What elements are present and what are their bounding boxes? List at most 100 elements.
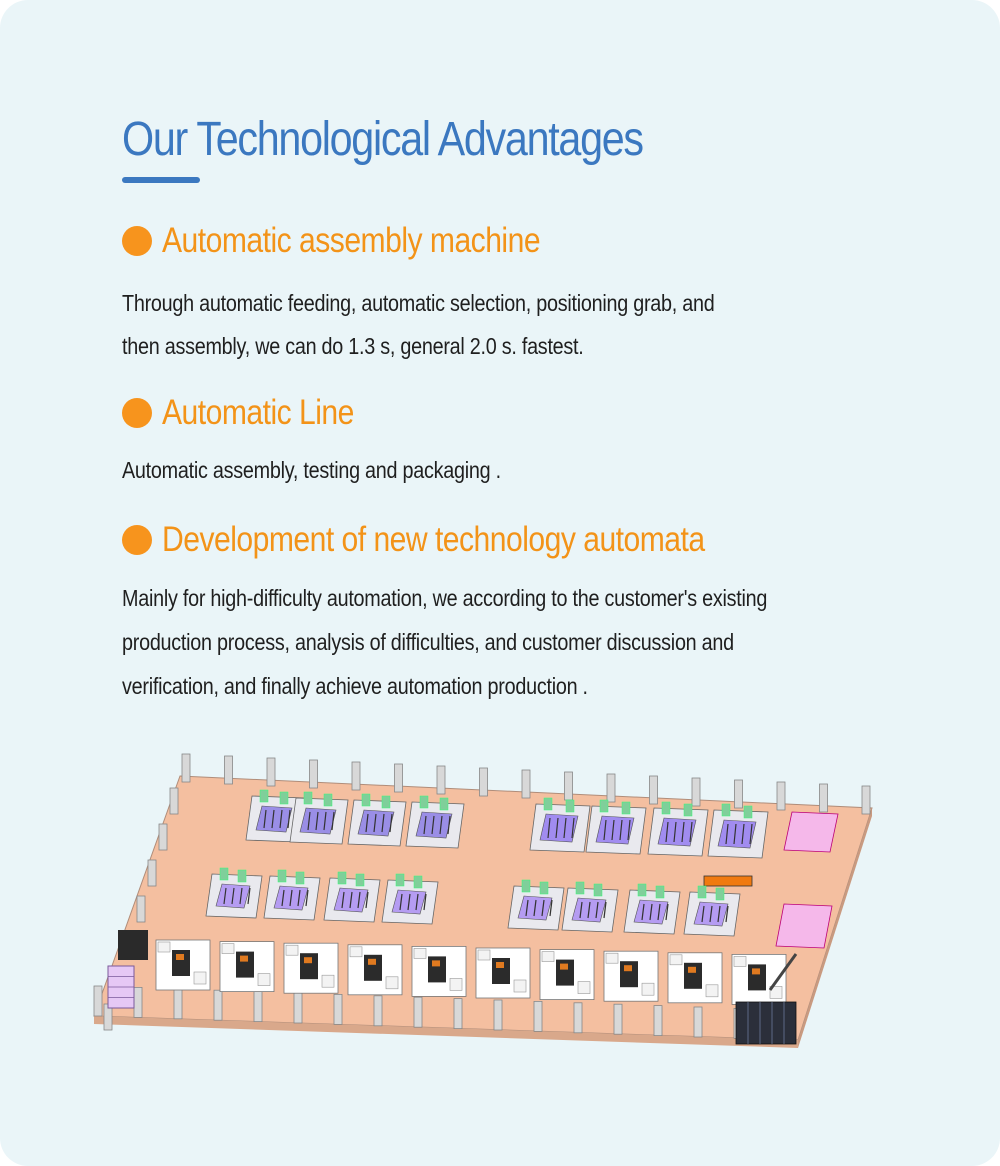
body-line: Through automatic feeding, automatic sel…	[122, 290, 715, 316]
machine-arm	[661, 801, 671, 815]
bullet-icon	[122, 525, 152, 555]
machine-rail	[657, 903, 661, 921]
section-body-assembly-machine: Through automatic feeding, automatic sel…	[122, 282, 810, 368]
machine-rail	[407, 893, 411, 911]
machine-rail	[223, 887, 227, 905]
machine-rail	[447, 815, 451, 835]
pillar	[453, 998, 463, 1030]
pillar	[213, 989, 223, 1021]
station-box	[769, 986, 783, 999]
machine-arm	[413, 875, 423, 889]
machine-rail	[349, 891, 353, 909]
station-box	[669, 954, 683, 966]
machine-rail	[439, 815, 443, 835]
machine-rail	[571, 817, 575, 839]
machine-rail	[541, 899, 545, 917]
machine-arm	[599, 799, 609, 813]
machine-arm	[521, 879, 531, 893]
machine-arm	[655, 885, 665, 899]
packaging-module	[775, 903, 833, 949]
machine-rail	[717, 905, 721, 923]
pillar	[653, 1005, 663, 1037]
robot	[684, 962, 702, 989]
pillar	[693, 1006, 703, 1038]
bullet-icon	[122, 398, 152, 428]
pillar	[734, 779, 743, 809]
conveyor-arm	[768, 953, 798, 991]
machine-rail	[619, 819, 623, 841]
machine-arm	[279, 791, 289, 805]
pillar	[293, 992, 303, 1024]
machine-rail	[399, 893, 403, 911]
floor-edge	[94, 1016, 798, 1048]
machine-rail	[341, 891, 345, 909]
machine-rail	[373, 813, 377, 833]
machine-rail	[423, 815, 427, 835]
machine-rail	[641, 903, 645, 921]
factory-layout-illustration	[93, 753, 873, 1048]
machine-arm	[565, 799, 575, 813]
station-box	[477, 949, 491, 961]
machine-rail	[603, 819, 607, 841]
pillar	[93, 985, 103, 1017]
section-body-new-technology: Mainly for high-difficulty automation, w…	[122, 576, 810, 708]
machine-rail	[741, 823, 745, 845]
robot	[172, 950, 190, 976]
robot-part	[368, 958, 376, 965]
section-heading-text: Automatic assembly machine	[162, 221, 541, 260]
machine-rail	[563, 817, 567, 839]
machine-rail	[689, 821, 693, 843]
machine-rail	[749, 823, 753, 845]
machine-rail	[673, 821, 677, 843]
section-heading-new-technology: Development of new technology automata	[122, 518, 793, 562]
machine-rail	[365, 891, 369, 909]
station-box	[321, 974, 335, 988]
station-box	[641, 982, 655, 996]
machine-rail	[603, 901, 607, 919]
pillar	[266, 757, 276, 787]
machine-arm	[683, 803, 693, 817]
pillar	[253, 991, 263, 1023]
pillar	[436, 765, 446, 795]
pillar	[181, 753, 191, 783]
station-box	[349, 946, 363, 958]
machine-rail	[709, 905, 713, 923]
machine-arm	[323, 793, 333, 807]
pillar	[373, 995, 383, 1027]
robot-part	[752, 968, 760, 975]
machine-arm	[295, 871, 305, 885]
machine-rail	[665, 903, 669, 921]
machine-rail	[389, 813, 393, 833]
pillar	[413, 996, 423, 1028]
robot	[428, 956, 446, 983]
pillar	[147, 859, 157, 887]
station-box	[449, 978, 463, 991]
conveyor	[703, 875, 753, 887]
machine-rail	[271, 809, 275, 829]
pillar	[564, 771, 573, 801]
robot	[556, 959, 574, 986]
machine-rail	[315, 811, 319, 831]
station-box	[193, 971, 207, 985]
body-line: production process, analysis of difficul…	[122, 629, 734, 655]
robot-part	[688, 966, 696, 973]
robot	[492, 958, 510, 984]
section-heading-assembly-machine: Automatic assembly machine	[122, 219, 602, 263]
title-underline	[122, 177, 200, 183]
pillar	[224, 755, 233, 785]
machine-arm	[637, 883, 647, 897]
machine-arm	[277, 869, 287, 883]
body-line: verification, and finally achieve automa…	[122, 673, 588, 699]
pillar	[573, 1002, 583, 1034]
machine-rail	[331, 811, 335, 831]
machine-arm	[543, 797, 553, 811]
pillar	[819, 783, 828, 813]
machine-rail	[725, 823, 729, 845]
machine-rail	[287, 809, 291, 829]
pillar	[606, 773, 616, 803]
station-box	[385, 976, 399, 990]
control-cabinet	[735, 1001, 797, 1045]
body-line: Automatic assembly, testing and packagin…	[122, 457, 501, 483]
packaging-module	[783, 811, 839, 853]
